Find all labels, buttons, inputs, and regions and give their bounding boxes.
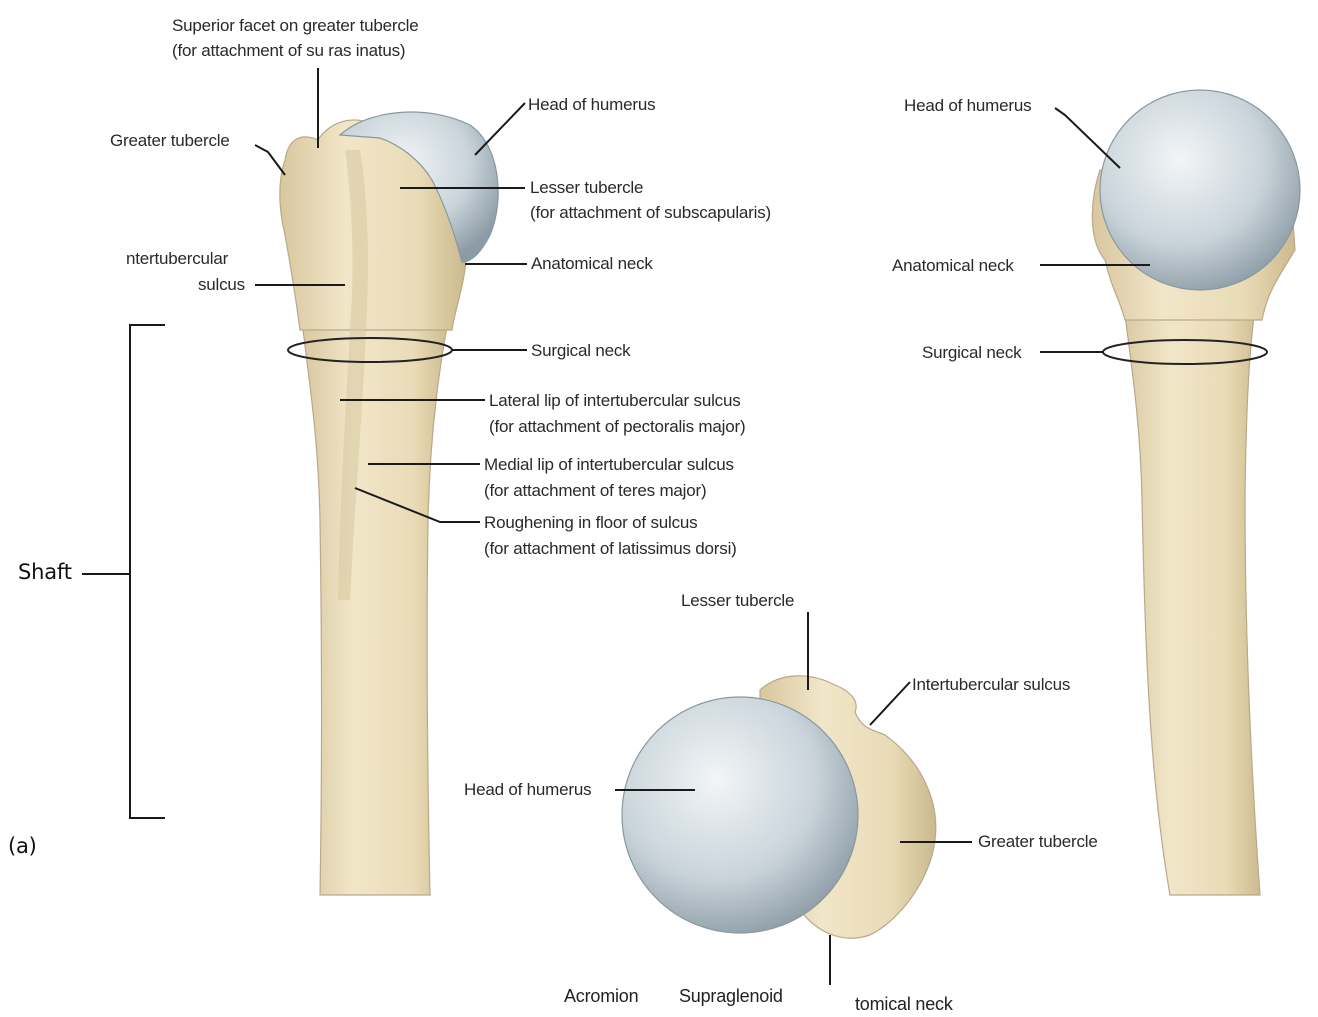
intertubercular-label-line2: sulcus — [198, 272, 245, 297]
superior-facet-label-line2: (for attachment of su ras inatus) — [172, 38, 405, 63]
lesser-tubercle-label-line2: (for attachment of subscapularis) — [530, 200, 771, 225]
shaft-label: Shaft — [18, 560, 72, 585]
lateral-lip-label-line1: Lateral lip of intertubercular sulcus — [489, 388, 741, 413]
panel-letter-a: (a) — [8, 834, 37, 859]
roughening-label-line1: Roughening in floor of sulcus — [484, 510, 697, 535]
roughening-label-line2: (for attachment of latissimus dorsi) — [484, 536, 737, 561]
medial-lip-label-line1: Medial lip of intertubercular sulcus — [484, 452, 734, 477]
superior-greater-tubercle-label: Greater tubercle — [978, 829, 1098, 854]
supraglenoid-label: Supraglenoid — [679, 984, 783, 1009]
intertubercular-label-line1: ntertubercular — [126, 246, 228, 271]
surgical-neck-label: Surgical neck — [531, 338, 630, 363]
superior-head-cartilage — [622, 697, 858, 933]
anterior-shaft — [300, 300, 452, 895]
posterior-humerus — [1092, 90, 1300, 895]
superior-head-of-humerus-label: Head of humerus — [464, 777, 591, 802]
acromion-label: Acromion — [564, 984, 638, 1009]
lateral-lip-label-line2: (for attachment of pectoralis major) — [489, 414, 745, 439]
posterior-head-cartilage — [1100, 90, 1300, 290]
lesser-tubercle-label-line1: Lesser tubercle — [530, 175, 643, 200]
anatomical-neck-label: Anatomical neck — [531, 251, 653, 276]
medial-lip-label-line2: (for attachment of teres major) — [484, 478, 706, 503]
superior-lesser-tubercle-label: Lesser tubercle — [681, 588, 794, 613]
superior-humerus — [622, 676, 936, 938]
posterior-head-of-humerus-label: Head of humerus — [904, 93, 1031, 118]
posterior-anatomical-neck-label: Anatomical neck — [892, 253, 1014, 278]
superior-intertubercular-sulcus-label: Intertubercular sulcus — [912, 672, 1070, 697]
head-of-humerus-label: Head of humerus — [528, 92, 655, 117]
anatomical-neck-partial-label: tomical neck — [855, 992, 953, 1017]
greater-tubercle-label: Greater tubercle — [110, 128, 230, 153]
superior-facet-label-line1: Superior facet on greater tubercle — [172, 13, 418, 38]
posterior-surgical-neck-label: Surgical neck — [922, 340, 1021, 365]
